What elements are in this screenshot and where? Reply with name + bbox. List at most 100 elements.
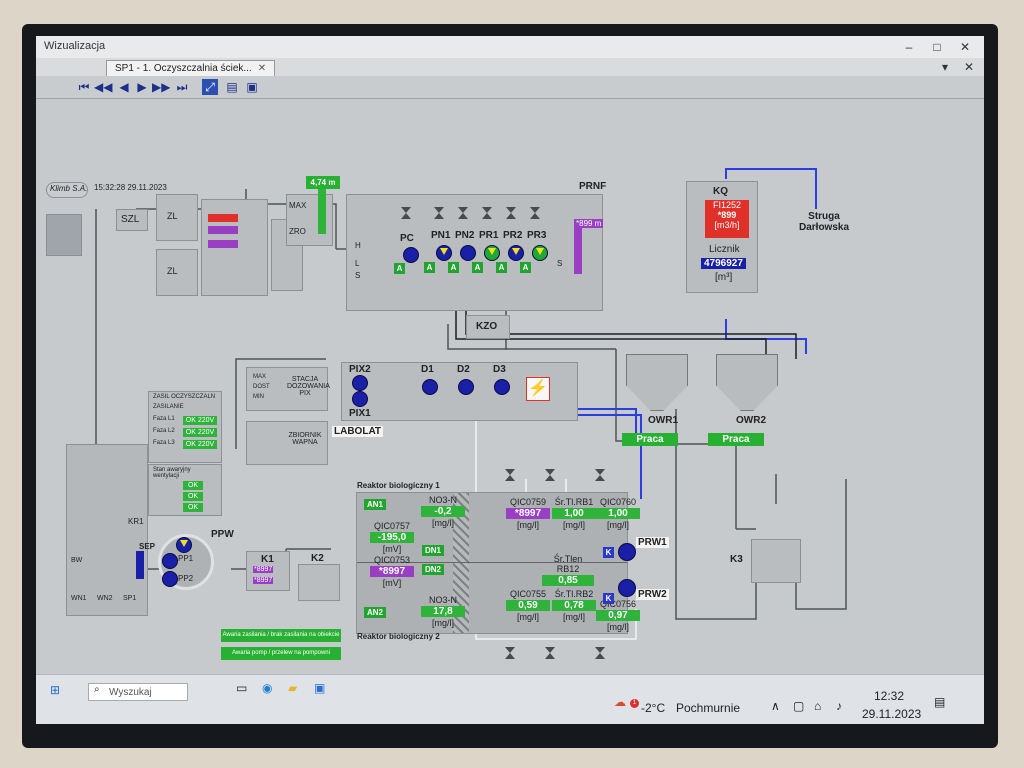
pump-pn1[interactable]: [436, 245, 452, 261]
prnf-s-label: S: [355, 271, 361, 280]
first-page-icon[interactable]: ⏮: [78, 80, 90, 94]
legend-panel[interactable]: [46, 214, 82, 256]
meet-icon[interactable]: ▢: [793, 699, 805, 713]
mixer-dn1[interactable]: DN1: [422, 545, 444, 556]
chamber-k1[interactable]: K1 *8997 *8997: [246, 551, 290, 591]
srtl-rb12[interactable]: Śr.Tlen RB12 0,85: [542, 554, 594, 587]
blower-panel[interactable]: [201, 199, 268, 296]
next-icon[interactable]: ▶: [137, 80, 147, 94]
pump-pix1[interactable]: [352, 391, 368, 407]
level-max-label: MAX: [289, 201, 307, 210]
pp1-label: PP1: [178, 554, 194, 563]
reactor-valve-4[interactable]: [505, 647, 515, 659]
mixer-an2[interactable]: AN2: [364, 607, 386, 618]
chamber-k2[interactable]: K2: [298, 553, 340, 601]
srtl-rb2[interactable]: Śr.Tl.RB2 0,78 [mg/l]: [552, 589, 596, 622]
kzo-unit[interactable]: KZO: [466, 315, 510, 339]
last-page-icon[interactable]: ⏭: [176, 80, 188, 94]
grating-szl[interactable]: SZL: [116, 209, 148, 231]
tab-overflow-icon[interactable]: ▾: [941, 60, 949, 74]
weather-icon[interactable]: ☁: [614, 695, 626, 709]
volume-icon[interactable]: ♪: [836, 699, 842, 713]
qic0760[interactable]: QIC0760 1,00 [mg/l]: [596, 497, 640, 530]
zoom-icon[interactable]: ⤢: [202, 79, 218, 95]
print-icon[interactable]: ▤: [226, 80, 238, 94]
start-icon[interactable]: ⊞: [50, 683, 61, 697]
maximize-button[interactable]: □: [933, 40, 941, 54]
edge-icon[interactable]: ◉: [262, 681, 273, 695]
pump-pr2[interactable]: [508, 245, 524, 261]
valve-pr1[interactable]: [482, 207, 492, 219]
lightning-alarm-icon[interactable]: ⚡: [526, 377, 550, 401]
mixer-an1[interactable]: AN1: [364, 499, 386, 510]
valve-pr2[interactable]: [506, 207, 516, 219]
mixer-dn2[interactable]: DN2: [422, 564, 444, 575]
alarm-banner-1[interactable]: Awaria zasilania / brak zasilania na obi…: [221, 629, 341, 642]
mixer-dn1-label: DN1: [424, 546, 441, 555]
chevron-up-icon[interactable]: ∧: [771, 699, 780, 713]
valve-pn1[interactable]: [434, 207, 444, 219]
tab-close-all-icon[interactable]: ✕: [963, 60, 975, 74]
separator-zl2[interactable]: ZL: [156, 249, 198, 296]
phase-l1-label: Faza L1: [153, 416, 175, 422]
doser-d1[interactable]: [422, 379, 438, 395]
reactor-valve-5[interactable]: [545, 647, 555, 659]
pump-prw1[interactable]: [618, 543, 636, 561]
close-button[interactable]: ✕: [959, 40, 971, 54]
doser-d2[interactable]: [458, 379, 474, 395]
valve-pn2[interactable]: [458, 207, 468, 219]
qic0753[interactable]: QIC0753 *8997 [mV]: [370, 555, 414, 588]
pump-pp2[interactable]: [162, 571, 178, 587]
tab-close-icon[interactable]: ✕: [257, 63, 267, 74]
visualization-app-icon[interactable]: ▣: [314, 681, 326, 695]
valve-pc[interactable]: [401, 207, 411, 219]
pump-pr3[interactable]: [532, 245, 548, 261]
tab-visualization[interactable]: SP1 - 1. Oczyszczalnia ściek...✕: [106, 60, 276, 77]
pump-prw2[interactable]: [618, 579, 636, 597]
qic0757[interactable]: QIC0757 -195,0 [mV]: [370, 521, 414, 554]
pump-pix2[interactable]: [352, 375, 368, 391]
qic0756[interactable]: QIC0756 0,97 [mg/l]: [596, 599, 640, 632]
srtl-rb2-value: 0,78: [552, 600, 596, 611]
reactor-valve-1[interactable]: [505, 469, 515, 481]
reactor-valve-3[interactable]: [595, 469, 605, 481]
no3-1[interactable]: NO3-N -0,2 [mg/l]: [421, 495, 465, 528]
prev-icon[interactable]: ◀: [119, 80, 129, 94]
separator-sep[interactable]: [136, 551, 144, 579]
doser-d3[interactable]: [494, 379, 510, 395]
search-input[interactable]: Wyszukaj: [88, 683, 188, 701]
pump-pp1[interactable]: [162, 553, 178, 569]
pump-pr1[interactable]: [484, 245, 500, 261]
ppw-mixer[interactable]: [176, 537, 192, 553]
pix-station[interactable]: STACJA DOZOWANIA PIX MAX DOST MIN: [246, 367, 330, 411]
qic0755[interactable]: QIC0755 0,59 [mg/l]: [506, 589, 550, 622]
task-view-icon[interactable]: ▭: [236, 681, 248, 695]
valve-pr3[interactable]: [530, 207, 540, 219]
no3-2[interactable]: NO3-N 17,8 [mg/l]: [421, 595, 465, 628]
prw1-label: PRW1: [636, 537, 669, 548]
clock-date[interactable]: 29.11.2023: [862, 707, 922, 721]
reactor-valve-6[interactable]: [595, 647, 605, 659]
pump-pc[interactable]: [403, 247, 419, 263]
network-icon[interactable]: ⌂: [814, 699, 822, 713]
pump-pn2[interactable]: [460, 245, 476, 261]
inlet-building[interactable]: WN1 WN2 SP1 BW: [66, 444, 148, 616]
clock-time[interactable]: 12:32: [874, 689, 905, 703]
blower-value-bar-2: [208, 240, 238, 248]
kr-label: KR1: [128, 517, 144, 526]
rewind-icon[interactable]: ◀◀: [94, 80, 113, 94]
forward-icon[interactable]: ▶▶: [152, 80, 171, 94]
chamber-k3[interactable]: K3: [730, 539, 801, 583]
reactor1-title: Reaktor biologiczny 1: [357, 481, 440, 490]
explorer-icon[interactable]: ▰: [288, 681, 298, 695]
qic0759[interactable]: QIC0759 *8997 [mg/l]: [506, 497, 550, 530]
reactor-valve-2[interactable]: [545, 469, 555, 481]
srtl-rb1[interactable]: Śr.Tl.RB1 1,00 [mg/l]: [552, 497, 596, 530]
minimize-button[interactable]: –: [905, 40, 913, 54]
save-icon[interactable]: ▣: [246, 80, 258, 94]
alarm-banner-2[interactable]: Awaria pomp / przelew na pompowni: [221, 647, 341, 660]
lime-tank[interactable]: ZBIORNIK WAPNA: [246, 421, 328, 465]
flow-indicator[interactable]: FI1252 *899 [m3/h]: [705, 200, 749, 238]
notification-icon[interactable]: ▤: [934, 695, 946, 709]
separator-zl1[interactable]: ZL: [156, 194, 198, 241]
